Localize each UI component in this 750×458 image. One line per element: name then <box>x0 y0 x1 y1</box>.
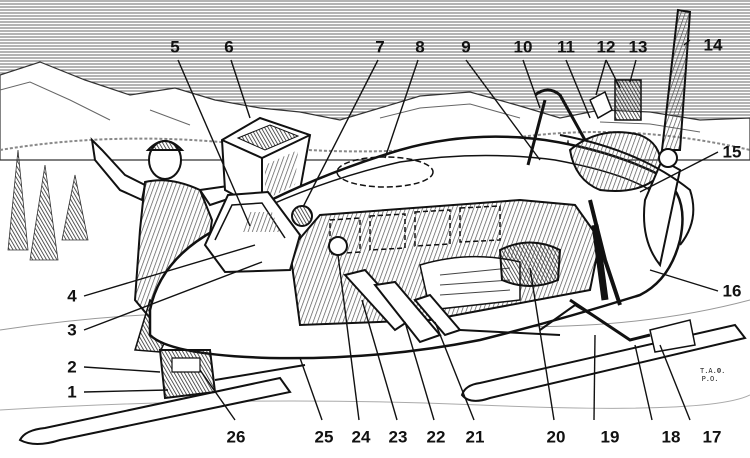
callout-15: 15 <box>722 142 742 162</box>
callout-12: 12 <box>596 37 616 57</box>
callout-23: 23 <box>388 427 408 447</box>
callout-4: 4 <box>67 286 77 306</box>
suspension-struts <box>214 134 695 381</box>
callout-17: 17 <box>702 427 722 447</box>
callout-9: 9 <box>461 37 471 57</box>
fuel-tank <box>498 241 562 287</box>
seat-frame <box>343 268 462 344</box>
callout-20: 20 <box>546 427 566 447</box>
callout-21: 21 <box>465 427 485 447</box>
callout-7: 7 <box>375 37 385 57</box>
callout-25: 25 <box>314 427 334 447</box>
callout-13: 13 <box>628 37 648 57</box>
callout-14: 14 <box>703 35 723 55</box>
artist-code-line-1: Т.А.Ф. <box>700 367 726 375</box>
callout-1: 1 <box>67 382 77 402</box>
leader-lines <box>83 39 719 421</box>
callout-22: 22 <box>426 427 446 447</box>
callout-6: 6 <box>224 37 234 57</box>
rear-ski <box>460 319 747 402</box>
callout-3: 3 <box>67 320 77 340</box>
steering-knob <box>291 205 348 256</box>
callout-8: 8 <box>415 37 425 57</box>
artist-code: Т.А.Ф. Р.О. <box>700 367 726 383</box>
propeller <box>643 8 692 268</box>
artist-code-line-2: Р.О. <box>701 375 719 383</box>
callout-19: 19 <box>600 427 620 447</box>
battery-box <box>220 116 312 212</box>
callout-16: 16 <box>722 281 742 301</box>
callout-26: 26 <box>226 427 246 447</box>
callout-10: 10 <box>513 37 533 57</box>
callout-11: 11 <box>557 37 575 57</box>
callout-24: 24 <box>351 427 371 447</box>
callout-2: 2 <box>67 357 77 377</box>
callout-18: 18 <box>661 427 681 447</box>
callout-5: 5 <box>170 37 180 57</box>
